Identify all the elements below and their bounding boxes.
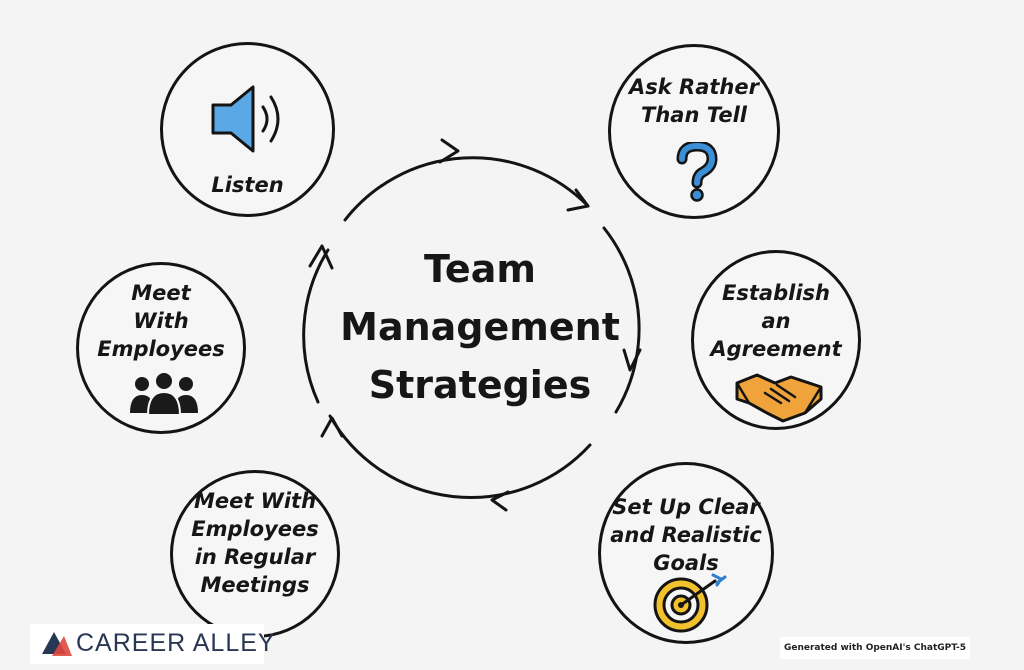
node-meet-with-employees: Meet With Employees [76, 262, 246, 434]
node-label-ask: Ask Rather Than Tell [629, 75, 759, 127]
brand-logo-text: CAREER ALLEY [76, 629, 276, 657]
node-label-agreement: Establish an Agreement [710, 281, 842, 361]
cycle-arc-top [343, 156, 590, 222]
node-listen: Listen [160, 42, 335, 217]
target-icon [653, 573, 727, 633]
cycle-arrowhead-top [566, 188, 590, 212]
cycle-arrowhead-right [622, 348, 642, 372]
node-label-meet: Meet With Employees [97, 281, 225, 361]
brand-logo: CAREER ALLEY [30, 624, 275, 664]
cycle-arrowhead-left [308, 244, 334, 270]
node-label-goals: Set Up Clear and Realistic Goals [610, 495, 762, 575]
cycle-arc-left [302, 248, 330, 404]
cycle-arrowhead-top-mid [438, 138, 460, 164]
speaker-icon [211, 85, 280, 153]
cycle-arc-right [602, 226, 641, 414]
node-establish-agreement: Establish an Agreement [691, 250, 861, 430]
people-group-icon [130, 371, 198, 415]
cycle-arrowhead-bottom-left [320, 416, 344, 438]
center-title: Team Management Strategies [340, 247, 620, 407]
node-regular-meetings: Meet With Employees in Regular Meetings [170, 470, 340, 638]
node-label-regular-meetings: Meet With Employees in Regular Meetings [191, 489, 319, 597]
cycle-arrowhead-bottom [490, 490, 510, 512]
node-ask-rather-than-tell: Ask Rather Than Tell [608, 44, 780, 219]
handshake-icon [735, 373, 823, 423]
generation-credit: Generated with OpenAI's ChatGPT-5 [780, 637, 970, 659]
question-mark-icon [676, 142, 718, 202]
node-label-listen: Listen [211, 173, 284, 197]
node-clear-goals: Set Up Clear and Realistic Goals [598, 462, 774, 644]
brand-mark-icon [42, 632, 72, 656]
cycle-arc-bottom [328, 414, 592, 500]
